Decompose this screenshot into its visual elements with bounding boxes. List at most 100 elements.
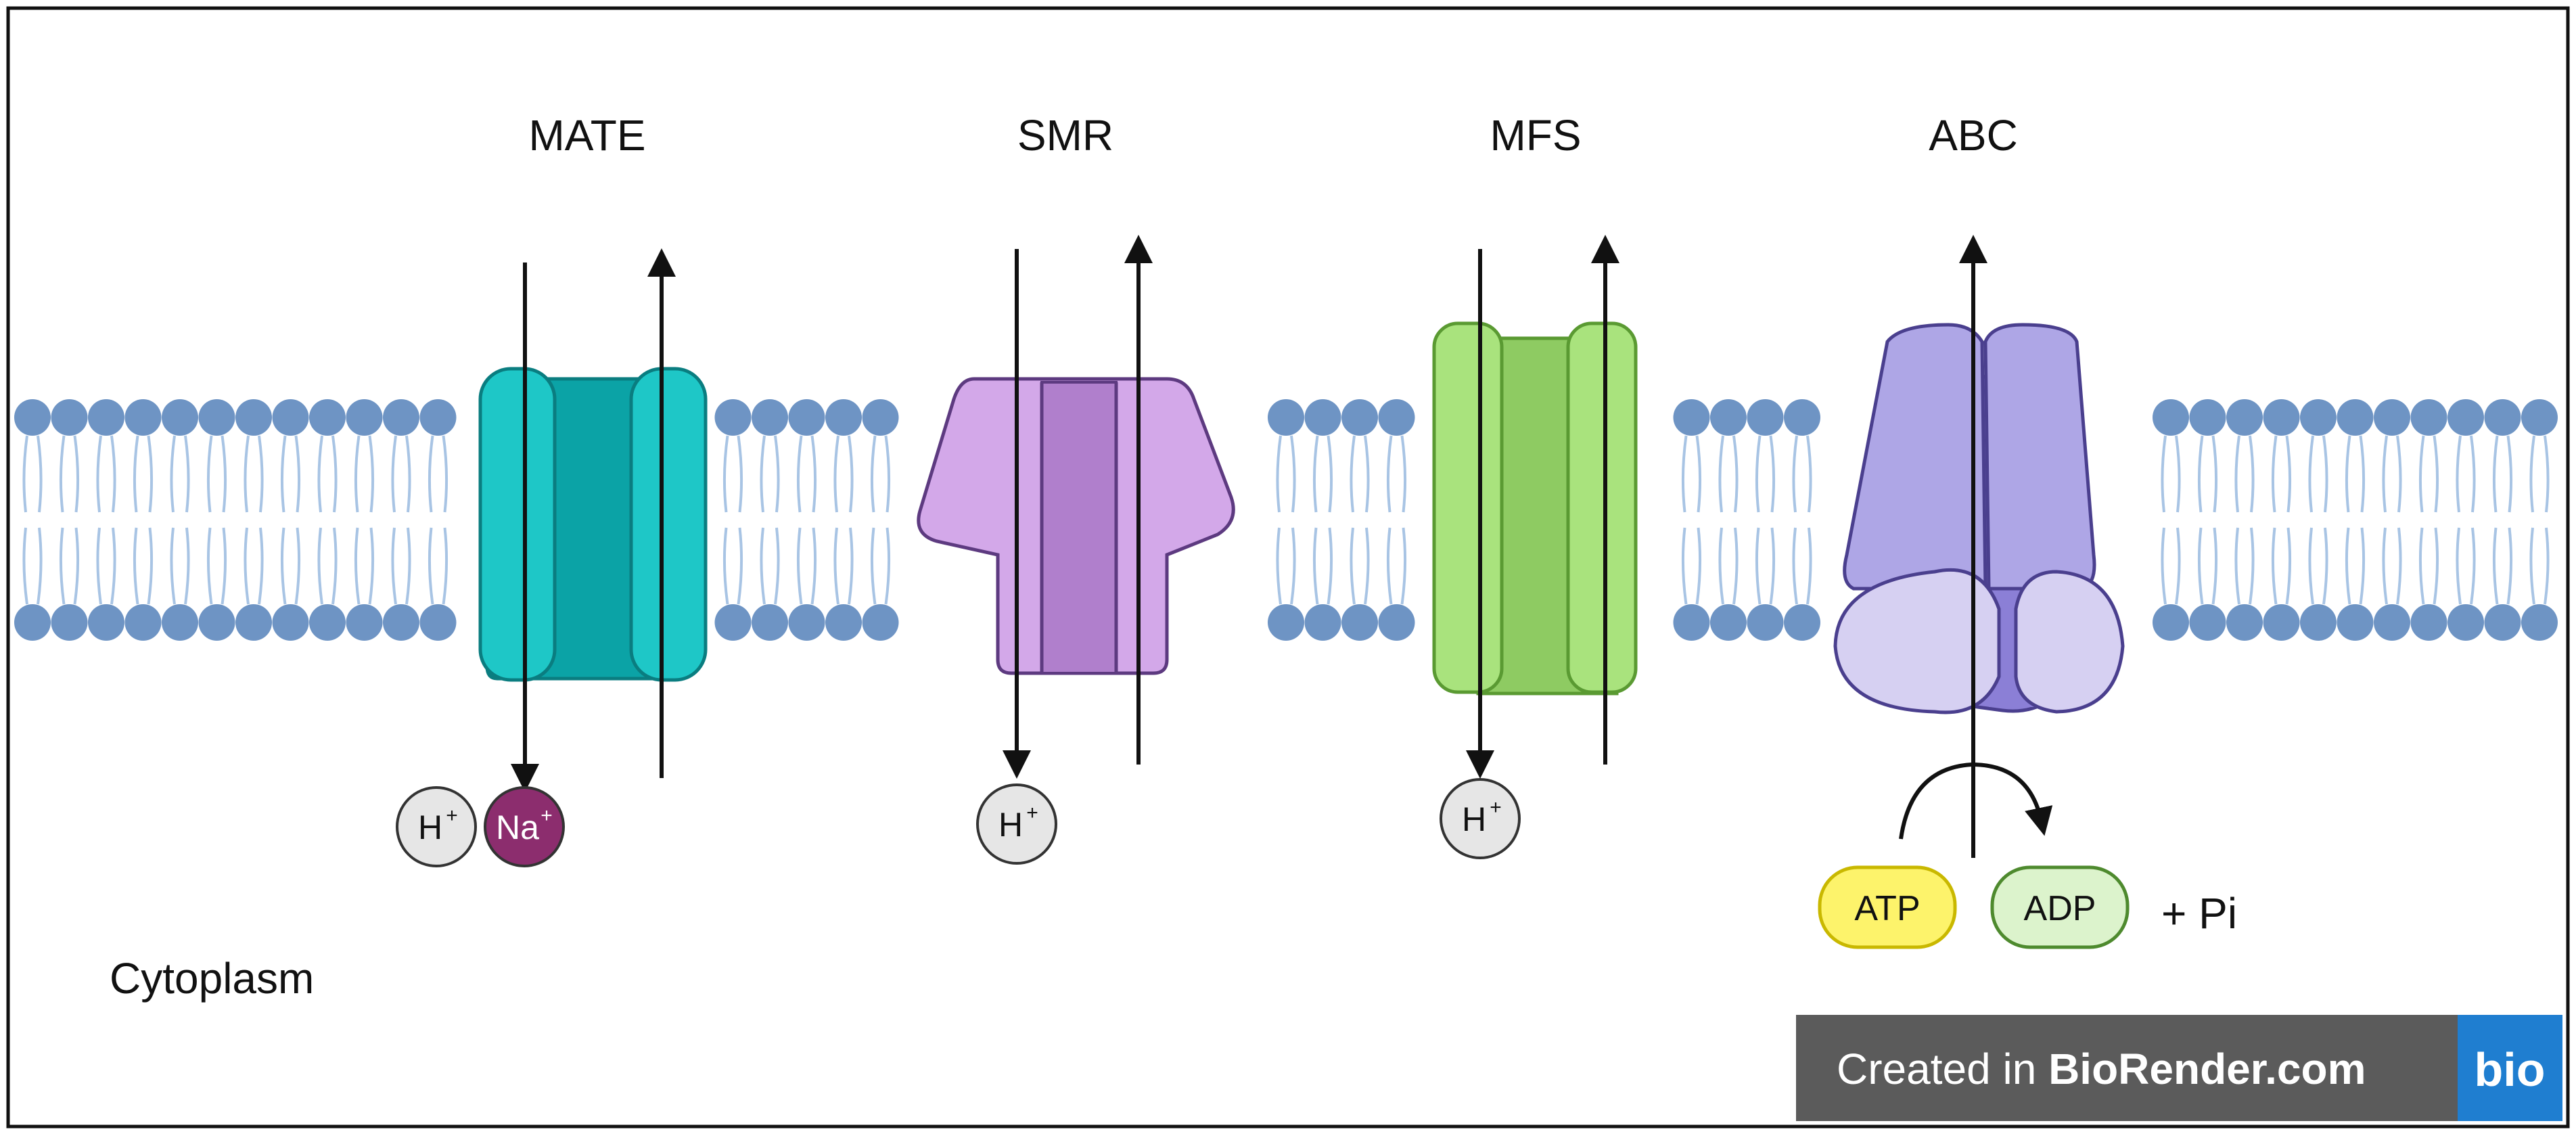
lipid-head bbox=[2484, 604, 2521, 641]
lipid-head bbox=[309, 604, 346, 641]
watermark-prefix: Created in bbox=[1837, 1045, 2048, 1093]
mfs-proton-ion: H + bbox=[1440, 778, 1521, 859]
proton-symbol: H bbox=[418, 809, 442, 846]
lipid-head bbox=[383, 399, 419, 436]
lipid-tail bbox=[22, 435, 43, 605]
abc-right-nbd bbox=[2014, 570, 2125, 714]
lipid-tail bbox=[1386, 435, 1407, 605]
mate-left-helix bbox=[478, 367, 557, 682]
lipid-tail bbox=[1792, 435, 1812, 605]
lipid-head bbox=[714, 604, 752, 641]
lipid-head bbox=[2226, 604, 2263, 641]
lipid-head bbox=[162, 399, 198, 436]
lipid-tail bbox=[2197, 435, 2218, 605]
transport-arrows bbox=[511, 235, 2053, 858]
lipid-head bbox=[2226, 399, 2263, 436]
lipid-head bbox=[309, 399, 346, 436]
mate-proton-ion: H + bbox=[396, 786, 477, 867]
abc-right-domain bbox=[1983, 323, 2096, 591]
proton-circle bbox=[1440, 778, 1521, 859]
mfs-label: MFS bbox=[1490, 111, 1581, 160]
lipid-head bbox=[1710, 399, 1747, 436]
lipid-head bbox=[162, 604, 198, 641]
lipid-head bbox=[1268, 399, 1304, 436]
lipid-head bbox=[2447, 604, 2484, 641]
lipid-head bbox=[1784, 604, 1820, 641]
lipid-head bbox=[419, 604, 457, 641]
lipid-head bbox=[346, 604, 383, 641]
sodium-circle bbox=[484, 786, 565, 867]
lipid-tail bbox=[2382, 435, 2402, 605]
sodium-charge: + bbox=[540, 804, 553, 827]
lipid-head bbox=[2374, 604, 2410, 641]
lipid-head bbox=[124, 604, 162, 641]
lipid-head bbox=[346, 399, 383, 436]
diagram-frame bbox=[6, 6, 2570, 1129]
lipid-head bbox=[1268, 604, 1304, 641]
lipid-tail bbox=[244, 435, 264, 605]
lipid-head bbox=[862, 604, 899, 641]
lipid-head bbox=[2521, 604, 2558, 641]
lipid-head bbox=[752, 399, 788, 436]
lipid-tail bbox=[1312, 435, 1333, 605]
lipid-head bbox=[2189, 604, 2226, 641]
lipid-head bbox=[2484, 399, 2521, 436]
watermark-brand: BioRender.com bbox=[2048, 1045, 2366, 1093]
lipid-head bbox=[1304, 399, 1341, 436]
lipid-head bbox=[14, 604, 51, 641]
cytoplasm-label: Cytoplasm bbox=[110, 954, 314, 1003]
proton-symbol: H bbox=[998, 806, 1023, 844]
lipid-head bbox=[272, 604, 309, 641]
lipid-head bbox=[2263, 399, 2300, 436]
atp-pill: ATP bbox=[1818, 865, 1957, 949]
lipid-head bbox=[2337, 399, 2374, 436]
lipid-head bbox=[2153, 399, 2189, 436]
lipid-head bbox=[714, 399, 752, 436]
lipid-tail bbox=[760, 435, 780, 605]
mfs-right-helix bbox=[1566, 321, 1638, 694]
lipid-head bbox=[1673, 399, 1710, 436]
mfs-transporter bbox=[1432, 321, 1638, 696]
mate-label: MATE bbox=[528, 111, 645, 160]
lipid-tail bbox=[280, 435, 301, 605]
lipid-tail bbox=[1350, 435, 1370, 605]
lipid-head bbox=[383, 604, 419, 641]
lipid-head bbox=[862, 399, 899, 436]
lipid-head bbox=[51, 399, 88, 436]
lipid-head bbox=[1378, 399, 1415, 436]
lipid-tail bbox=[1276, 435, 1296, 605]
atp-shape bbox=[1818, 865, 1957, 949]
lipid-head bbox=[1710, 604, 1747, 641]
proton-circle bbox=[396, 786, 477, 867]
lipid-tail bbox=[2271, 435, 2292, 605]
biorender-watermark[interactable]: Created in BioRender.com bio bbox=[1796, 1015, 2562, 1121]
lipid-head bbox=[88, 399, 124, 436]
mate-right-helix bbox=[629, 367, 708, 682]
lipid-head bbox=[51, 604, 88, 641]
lipid-bilayer bbox=[14, 399, 2558, 641]
mfs-left-helix bbox=[1432, 321, 1504, 694]
lipid-head bbox=[1784, 399, 1820, 436]
lipid-tail bbox=[2456, 435, 2476, 605]
lipid-tail bbox=[2492, 435, 2513, 605]
lipid-tail bbox=[870, 435, 891, 605]
lipid-head bbox=[2263, 604, 2300, 641]
lipid-head bbox=[235, 604, 272, 641]
lipid-head bbox=[419, 399, 457, 436]
lipid-head bbox=[1341, 604, 1378, 641]
lipid-tail bbox=[2529, 435, 2550, 605]
lipid-tail bbox=[391, 435, 411, 605]
lipid-tail bbox=[428, 435, 448, 605]
smr-core bbox=[1040, 381, 1118, 675]
proton-symbol: H bbox=[1462, 800, 1486, 838]
lipid-head bbox=[2300, 399, 2337, 436]
lipid-tail bbox=[354, 435, 375, 605]
lipid-head bbox=[2410, 399, 2447, 436]
smr-proton-ion: H + bbox=[976, 783, 1057, 865]
adp-shape bbox=[1990, 865, 2130, 949]
lipid-head bbox=[788, 604, 825, 641]
biorender-logo-text: bio bbox=[2475, 1043, 2546, 1096]
lipid-head bbox=[825, 399, 862, 436]
lipid-head bbox=[2153, 604, 2189, 641]
proton-charge: + bbox=[1026, 802, 1038, 824]
